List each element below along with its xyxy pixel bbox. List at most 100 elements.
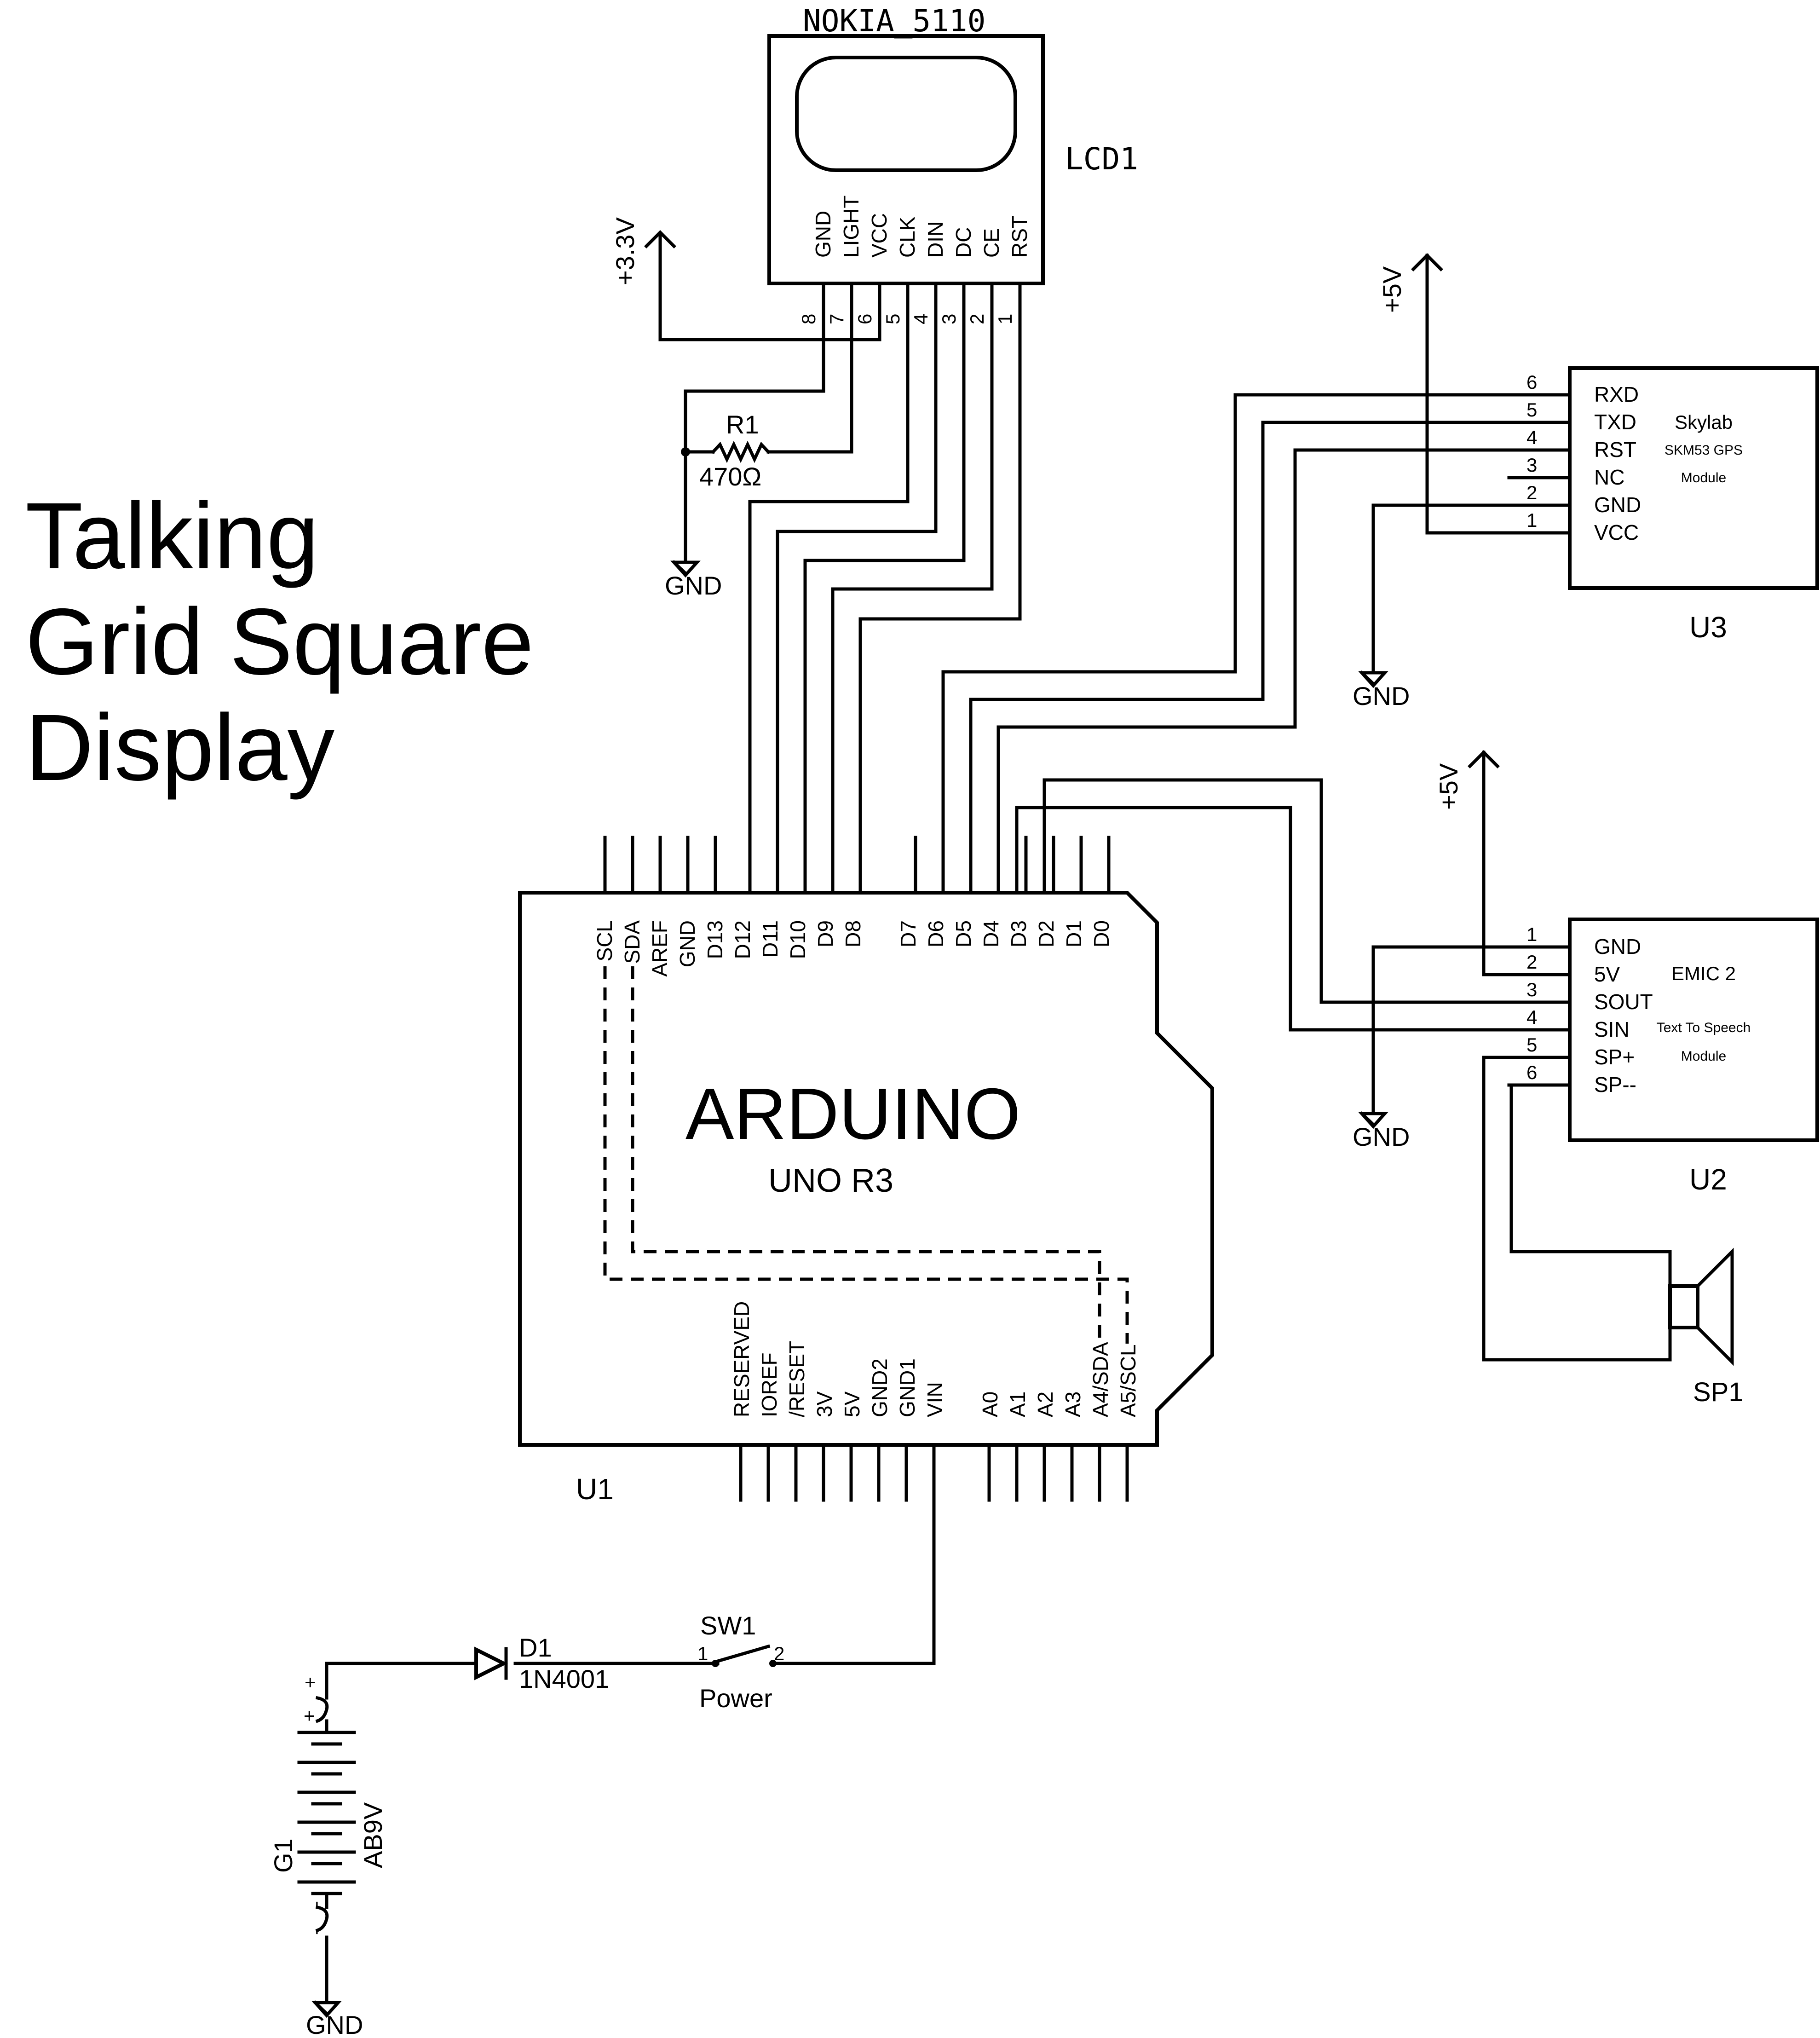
title-line-3: Display bbox=[25, 695, 335, 800]
wire-emic-spplus bbox=[1482, 1056, 1672, 1362]
resistor-icon bbox=[711, 440, 771, 463]
arduino-outline bbox=[518, 891, 1214, 1447]
gps-pin-number: 1 bbox=[1526, 509, 1537, 531]
wire-clk-d12 bbox=[748, 500, 910, 895]
lcd-pin-name: DIN bbox=[923, 221, 947, 258]
diode-value: 1N4001 bbox=[519, 1664, 609, 1693]
supply-arrow-icon bbox=[644, 230, 676, 341]
wire-gps-gnd bbox=[1371, 503, 1511, 675]
battery-plus-inner: + bbox=[304, 1705, 315, 1726]
arduino-pin-label: D1 bbox=[1062, 920, 1086, 947]
arduino-top-pin-labels: SCL SDA AREF GND D13 D12 D11 D10 D9 D8 D… bbox=[593, 920, 1113, 977]
battery-ref: G1 bbox=[269, 1838, 298, 1873]
gps-ref: U3 bbox=[1689, 611, 1727, 644]
arduino-pin-label: GND2 bbox=[868, 1358, 892, 1417]
arduino-pin-label: GND bbox=[675, 920, 699, 967]
wire-vin-switch bbox=[771, 1443, 936, 1665]
gps-pin-number: 4 bbox=[1526, 427, 1537, 448]
emic-pin-number: 5 bbox=[1526, 1034, 1537, 1056]
arduino-subtitle: UNO R3 bbox=[768, 1162, 893, 1199]
lcd-ref: LCD1 bbox=[1065, 141, 1138, 177]
arduino-pin-label: D4 bbox=[979, 920, 1003, 947]
arduino-pin-label: /RESET bbox=[785, 1341, 809, 1417]
emic-pin-name: GND bbox=[1594, 935, 1641, 958]
gps-pin-name: TXD bbox=[1594, 410, 1636, 434]
wire-gps-rst-d4 bbox=[996, 448, 1511, 895]
lcd-pin-name: LIGHT bbox=[839, 196, 863, 258]
arduino-pin-label: SCL bbox=[593, 920, 616, 961]
diode-icon bbox=[474, 1646, 508, 1680]
emic-pin-number: 3 bbox=[1526, 979, 1537, 1000]
lcd-module: NOKIA_5110 LCD1 GND LIGHT VCC CLK DIN DC… bbox=[767, 3, 1138, 324]
arduino-pin-label: D0 bbox=[1089, 920, 1113, 947]
gps-pin-name: VCC bbox=[1594, 520, 1639, 544]
diagram-title: Talking Grid Square Display bbox=[25, 483, 534, 800]
arduino-pin-label: D13 bbox=[703, 920, 727, 959]
switch-pin-2: 2 bbox=[774, 1643, 784, 1664]
arduino-pin-label: D12 bbox=[731, 920, 754, 959]
battery-minus-inner: - bbox=[305, 1901, 326, 1907]
arduino-pin-label: D7 bbox=[896, 920, 920, 947]
gps-module: Skylab SKM53 GPS Module U3 RXD TXD RST N… bbox=[1526, 366, 1819, 644]
wire-emic-gnd bbox=[1371, 945, 1511, 1115]
battery-terminals bbox=[315, 1719, 329, 1933]
gps-title: Skylab bbox=[1675, 411, 1733, 433]
lcd-screen bbox=[795, 56, 1017, 172]
wire-emic-sin-d2 bbox=[1015, 806, 1511, 1032]
arduino-pin-label: D9 bbox=[813, 920, 837, 947]
arduino-pin-label: A1 bbox=[1006, 1391, 1030, 1417]
lcd-pin-number: 6 bbox=[854, 314, 875, 324]
lcd-pin-number: 7 bbox=[826, 314, 847, 324]
gps-pin-name: RST bbox=[1594, 438, 1636, 462]
arduino-bottom-pin-labels: RESERVED IOREF /RESET 3V 5V GND2 GND1 VI… bbox=[730, 1301, 1140, 1417]
gnd-symbol-emic: GND bbox=[1353, 1111, 1410, 1151]
gps-pin-name: GND bbox=[1594, 493, 1641, 517]
gps-pin-number: 6 bbox=[1526, 371, 1537, 393]
diode-ref: D1 bbox=[519, 1633, 552, 1662]
arduino-pin-label: GND1 bbox=[895, 1358, 919, 1417]
arduino-pin-label: VIN bbox=[923, 1382, 947, 1417]
supply-5v-label: +5V bbox=[1377, 266, 1406, 313]
gps-pin-number: 3 bbox=[1526, 454, 1537, 476]
arduino-pin-label: A3 bbox=[1061, 1391, 1085, 1417]
arduino-pin-label: A0 bbox=[978, 1391, 1002, 1417]
gnd-symbol-gps: GND bbox=[1353, 670, 1410, 710]
switch-ref: SW1 bbox=[700, 1611, 756, 1640]
lcd-pin-number: 3 bbox=[938, 314, 960, 324]
emic-pin-number: 4 bbox=[1526, 1006, 1537, 1028]
arduino-pin-label: 5V bbox=[840, 1391, 864, 1417]
speaker-cone bbox=[1695, 1247, 1734, 1366]
emic-pin-name: 5V bbox=[1594, 962, 1620, 986]
wire-gnd-r1 bbox=[684, 389, 853, 564]
diode-d1: D1 1N4001 bbox=[474, 1633, 609, 1693]
battery-minus: - bbox=[305, 1928, 326, 1935]
lcd-pin-number: 8 bbox=[798, 314, 819, 324]
arduino-pin-label: IOREF bbox=[757, 1352, 781, 1417]
battery-g1: + + - - G1 AB9V bbox=[269, 1671, 387, 1935]
wire-emic-spminus bbox=[1507, 1083, 1672, 1288]
lcd-pin-name: CLK bbox=[895, 216, 919, 258]
sda-link bbox=[631, 966, 1101, 1344]
arduino-top-header bbox=[603, 836, 1111, 895]
emic-pins: GND 5V SOUT SIN SP+ SP-- 1 2 3 4 5 6 bbox=[1526, 924, 1653, 1097]
wire-diode-battery bbox=[325, 1662, 478, 1700]
emic-desc: Module bbox=[1681, 1049, 1726, 1064]
supply-5v-emic: +5V bbox=[1434, 750, 1500, 976]
lcd-pin-name: DC bbox=[951, 227, 975, 258]
title-line-1: Talking bbox=[25, 483, 319, 589]
arduino-pin-label: D5 bbox=[951, 920, 975, 947]
gps-pin-stubs bbox=[1507, 393, 1572, 535]
arduino-pin-label: D11 bbox=[758, 920, 782, 958]
gps-pin-number: 2 bbox=[1526, 482, 1537, 503]
supply-5v-gps: +5V bbox=[1377, 253, 1443, 533]
arduino-bottom-header bbox=[739, 1443, 1129, 1502]
wire-rst-d8 bbox=[858, 617, 1022, 895]
arduino-pin-label: D6 bbox=[924, 920, 948, 947]
switch-pin-1: 1 bbox=[697, 1643, 708, 1664]
gnd-label: GND bbox=[1353, 681, 1410, 710]
gps-pin-name: NC bbox=[1594, 465, 1624, 489]
lcd-pin-number: 4 bbox=[910, 314, 932, 324]
emic-pin-number: 2 bbox=[1526, 951, 1537, 973]
lcd-pin-numbers: 8 7 6 5 4 3 2 1 bbox=[798, 314, 1016, 324]
